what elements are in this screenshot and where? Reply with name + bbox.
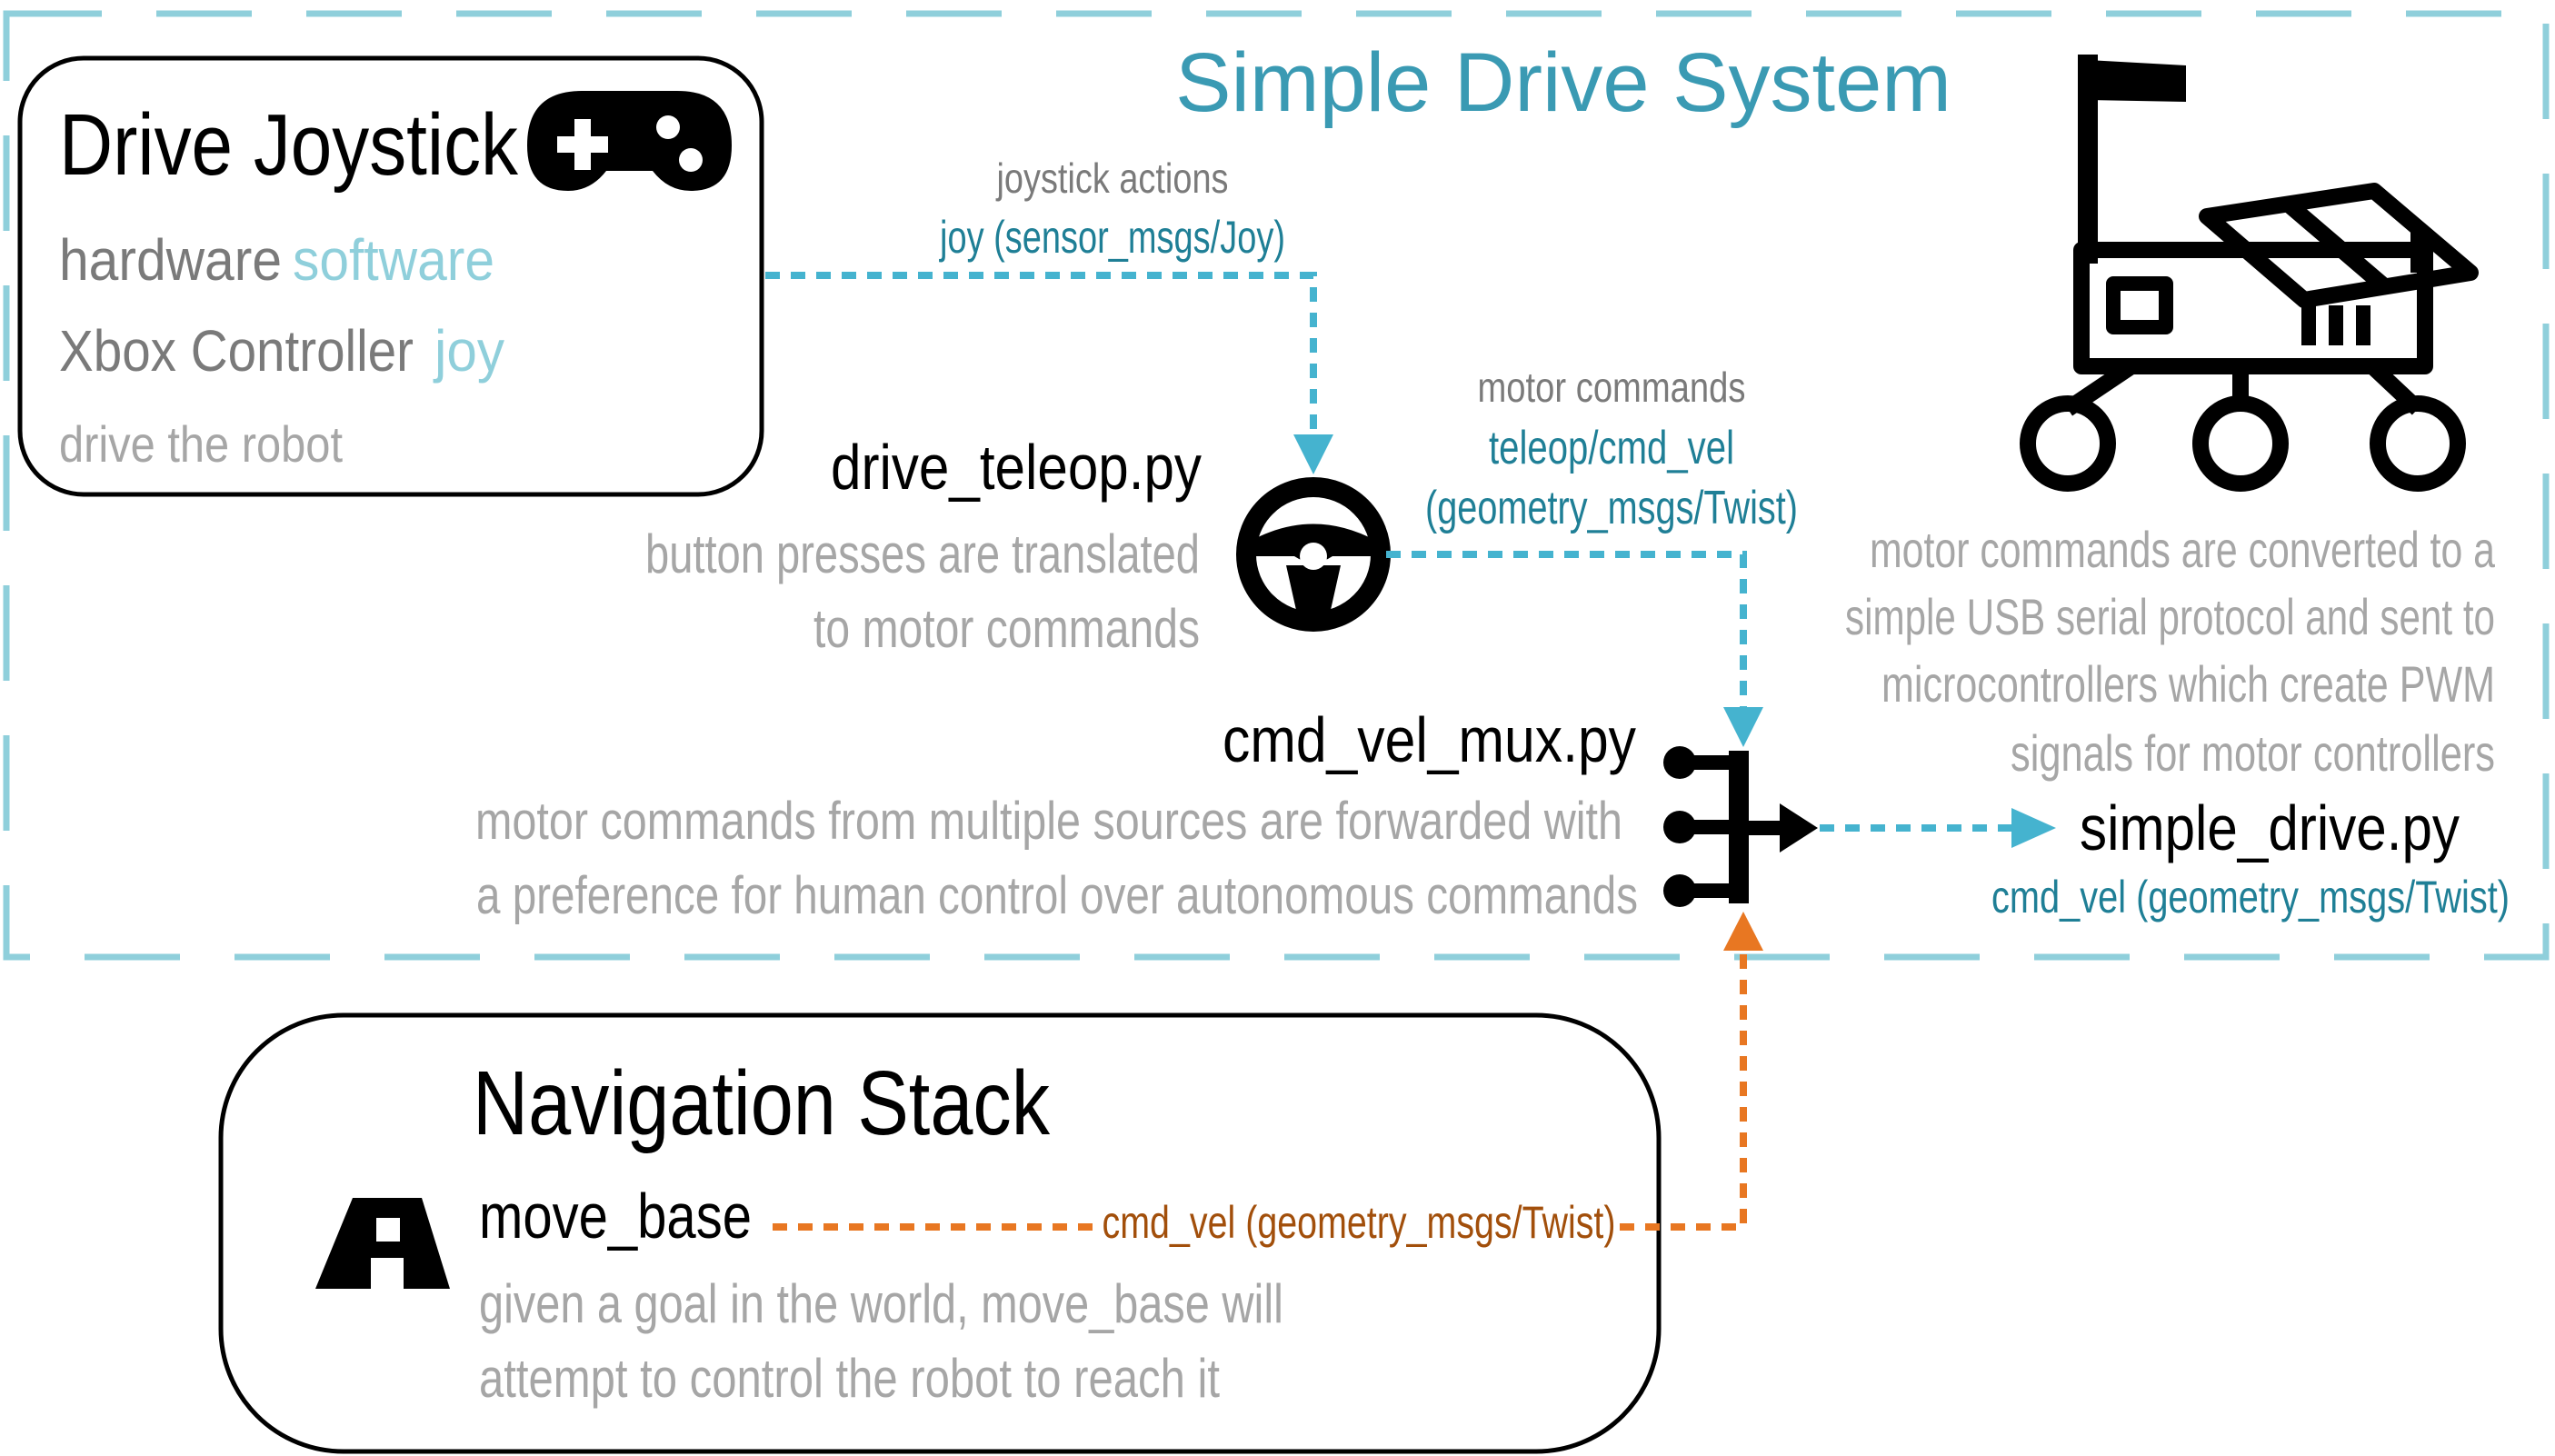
navigation-box xyxy=(218,1012,1662,1454)
joystick-node: Drive Joystick hardware software Xbox Co… xyxy=(17,55,764,497)
navigation-node: Navigation Stack move_base given a goal … xyxy=(218,1012,1662,1454)
road-icon xyxy=(315,1198,450,1289)
drive-description-line-4: signals for motor controllers xyxy=(2011,724,2495,782)
steering-wheel-icon xyxy=(1236,477,1391,632)
navigation-description-line-1: given a goal in the world, move_base wil… xyxy=(479,1273,1283,1334)
joy-caption: joystick actions xyxy=(995,155,1229,202)
mux-description-line-1: motor commands from multiple sources are… xyxy=(475,792,1622,851)
teleop-name: drive_teleop.py xyxy=(831,432,1202,503)
teleop-description-line-2: to motor commands xyxy=(813,598,1200,659)
drive-description-line-3: microcontrollers which create PWM xyxy=(1881,655,2495,713)
teleop-topic: teleop/cmd_vel xyxy=(1489,422,1734,474)
gamepad-icon xyxy=(527,91,732,191)
drive-name: simple_drive.py xyxy=(2080,793,2460,863)
joystick-hardware-label: hardware xyxy=(59,227,282,293)
system-boundary xyxy=(3,10,2550,961)
drive-topic: cmd_vel (geometry_msgs/Twist) xyxy=(1991,872,2510,922)
navigation-description-line-2: attempt to control the robot to reach it xyxy=(479,1348,1220,1409)
system-title: Simple Drive System xyxy=(1175,36,1951,129)
mux-name: cmd_vel_mux.py xyxy=(1223,704,1636,775)
joy-topic: joy (sensor_msgs/Joy) xyxy=(938,212,1285,263)
drive-node: simple_drive.py cmd_vel (geometry_msgs/T… xyxy=(1845,55,2510,922)
joystick-software-label: software xyxy=(293,227,494,293)
teleop-node: drive_teleop.py button presses are trans… xyxy=(645,432,1391,659)
teleop-description-line-1: button presses are translated xyxy=(645,524,1200,584)
rover-icon xyxy=(2020,55,2479,492)
navigation-connector-right xyxy=(1620,951,1747,1231)
navigation-node-name: move_base xyxy=(479,1181,752,1252)
navigation-topic: cmd_vel (geometry_msgs/Twist) xyxy=(1103,1197,1616,1248)
joystick-title: Drive Joystick xyxy=(59,96,519,194)
drive-arrowhead xyxy=(2011,808,2056,848)
navigation-title: Navigation Stack xyxy=(473,1052,1051,1154)
drive-description-line-2: simple USB serial protocol and sent to xyxy=(1845,588,2495,645)
joy-arrowhead xyxy=(1293,434,1333,474)
navigation-arrowhead xyxy=(1723,912,1763,951)
mux-description-line-2: a preference for human control over auto… xyxy=(476,866,1638,925)
mux-icon xyxy=(1663,746,1818,907)
mux-node: cmd_vel_mux.py motor commands from multi… xyxy=(475,704,1818,925)
teleop-arrowhead xyxy=(1723,707,1763,747)
joy-connector xyxy=(765,272,1317,436)
joystick-software-value: joy xyxy=(433,318,504,384)
teleop-connector xyxy=(1386,551,1747,709)
teleop-caption: motor commands xyxy=(1478,364,1746,411)
teleop-type: (geometry_msgs/Twist) xyxy=(1425,482,1798,534)
joystick-hardware-value: Xbox Controller xyxy=(59,318,414,384)
joystick-description: drive the robot xyxy=(59,415,343,473)
drive-description-line-1: motor commands are converted to a xyxy=(1870,521,2496,578)
